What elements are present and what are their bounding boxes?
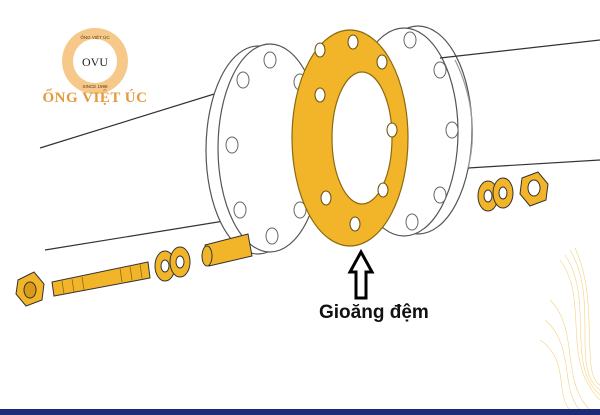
logo-ring-top: ỐNG VIỆT ÚC [80,33,110,40]
left-washers [154,246,191,282]
right-nut [519,171,549,207]
gasket-label: Gioăng đệm [319,302,429,323]
right-washers [477,177,514,212]
ovu-logo: OVU ỐNG VIỆT ÚC SINCE 1998 [62,28,128,94]
right-pipe [439,39,600,169]
bolt-sleeve [201,233,253,267]
arrow-up-icon [347,248,375,300]
bottom-bar [0,409,600,415]
left-nut [15,271,45,307]
logo-ring-bottom: SINCE 1998 [82,84,108,89]
decorative-waves [539,247,600,411]
gasket [291,29,409,247]
brand-name: ỐNG VIỆT ÚC [42,90,148,106]
bolt [51,261,151,297]
logo-monogram: OVU [82,55,108,69]
